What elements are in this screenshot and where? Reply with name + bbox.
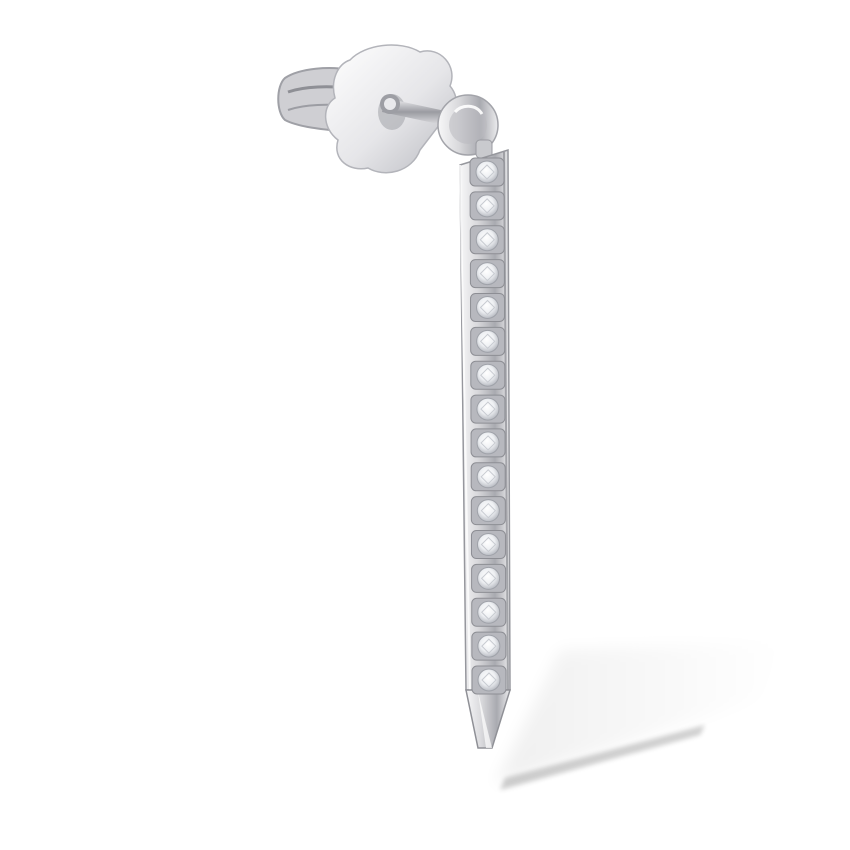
diamond-row — [469, 157, 507, 695]
diamond-facet — [480, 401, 496, 417]
diamond-facet — [479, 198, 495, 214]
diamond-facet — [480, 502, 497, 519]
diamond-stone — [476, 329, 500, 353]
diamond-stone — [476, 533, 500, 557]
diamond-stone — [476, 431, 500, 455]
bar-shadow — [500, 725, 705, 790]
diamond-facet — [479, 265, 496, 282]
diamond-facet — [480, 435, 496, 451]
diamond-facet — [480, 367, 496, 383]
diamond-facet — [479, 299, 496, 316]
diamond-stone — [477, 668, 501, 692]
earring-connector — [437, 94, 499, 159]
diamond-facet — [480, 469, 496, 485]
diamond-stone — [477, 600, 501, 624]
diamond-stone — [476, 363, 500, 387]
diamond-facet — [481, 672, 497, 688]
diamond-facet — [479, 232, 495, 248]
diamond-stone — [476, 295, 500, 319]
diamond-facet — [480, 570, 497, 587]
diamond-facet — [480, 536, 497, 553]
diamond-stone — [475, 194, 499, 218]
earring-post — [380, 94, 450, 126]
diamond-facet — [479, 333, 496, 350]
diamond-stone — [477, 634, 501, 658]
diamond-stone — [475, 262, 499, 286]
diamond-stone — [475, 228, 499, 252]
diamond-stone — [476, 397, 500, 421]
diamond-stone — [475, 160, 499, 184]
diamond-facet — [479, 164, 495, 180]
diamond-stone — [477, 566, 501, 590]
diamond-stone — [476, 499, 500, 523]
diamond-facet — [481, 638, 497, 654]
diamond-facet — [481, 604, 497, 620]
floor-shadow — [495, 640, 790, 785]
diamond-stone — [476, 465, 500, 489]
